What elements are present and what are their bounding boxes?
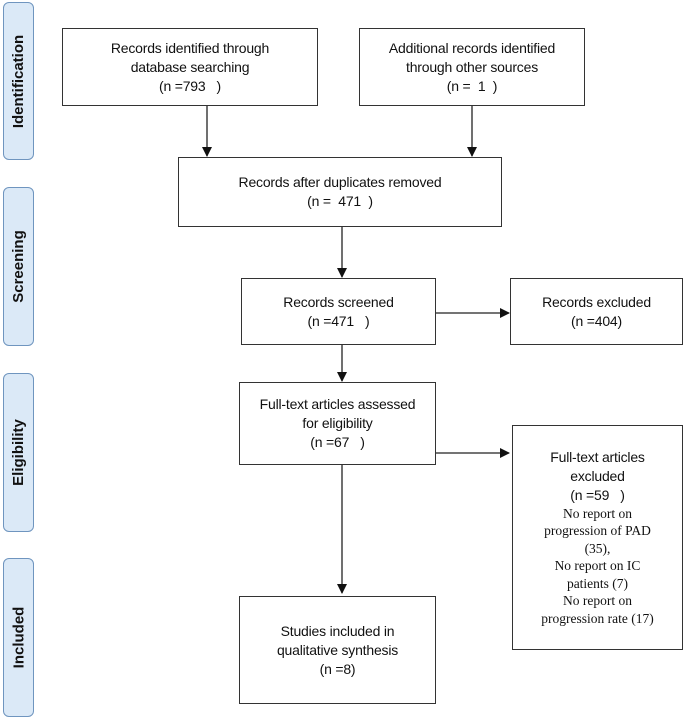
box-studies-included: Studies included in qualitative synthesi… [239, 596, 436, 704]
exclusion-reason: No report on [563, 593, 632, 609]
box-fulltext-assessed-line2: for eligibility [302, 415, 373, 431]
box-studies-included-line2: qualitative synthesis [276, 641, 399, 658]
exclusion-reason: (35), [584, 540, 611, 556]
phase-screening-tab: Screening [3, 187, 34, 346]
box-database-records-line2: database searching [130, 58, 250, 75]
box-other-sources: Additional records identified through ot… [359, 28, 585, 106]
box-fulltext-assessed-count: (n =67 ) [310, 434, 365, 450]
box-studies-included-line1: Studies included in [280, 622, 395, 639]
box-fulltext-excluded-count: (n =59 ) [570, 486, 625, 503]
box-fulltext-excluded-line1: Full-text articles [550, 448, 645, 465]
box-other-sources-line1: Additional records identified [388, 39, 556, 56]
exclusion-reason: progression of PAD [544, 523, 651, 539]
box-fulltext-assessed-line1: Full-text articles assessed [259, 396, 416, 412]
exclusion-reason: No report on IC [554, 558, 641, 574]
box-other-sources-count: (n = 1 ) [446, 77, 498, 94]
box-records-excluded-line1: Records excluded [542, 293, 651, 310]
exclusion-reason: progression rate (17) [541, 610, 654, 626]
box-records-excluded-count: (n =404) [571, 312, 622, 329]
box-studies-included-count: (n =8) [319, 660, 356, 677]
box-records-screened-count: (n =471 ) [307, 312, 370, 329]
box-records-screened: Records screened (n =471 ) [241, 278, 436, 345]
box-database-records: Records identified through database sear… [62, 28, 318, 106]
box-database-records-line1: Records identified through [110, 39, 270, 56]
box-fulltext-excluded-line2: excluded [570, 467, 625, 484]
box-after-duplicates: Records after duplicates removed (n = 47… [178, 157, 502, 227]
box-after-duplicates-line1: Records after duplicates removed [238, 174, 442, 190]
phase-identification-tab: Identification [3, 2, 34, 160]
box-other-sources-line2: through other sources [406, 58, 538, 75]
box-records-screened-line1: Records screened [283, 293, 394, 310]
phase-included-tab: Included [3, 558, 34, 717]
box-records-excluded: Records excluded (n =404) [510, 278, 683, 345]
exclusion-reason: patients (7) [566, 575, 629, 591]
box-database-records-count: (n =793 ) [158, 77, 221, 94]
box-fulltext-excluded: Full-text articles excluded (n =59 ) No … [512, 425, 683, 650]
exclusion-reason: No report on [563, 505, 632, 521]
phase-eligibility-tab: Eligibility [3, 373, 34, 532]
box-after-duplicates-count: (n = 471 ) [307, 193, 373, 209]
box-fulltext-assessed: Full-text articles assessed for eligibil… [239, 382, 436, 465]
